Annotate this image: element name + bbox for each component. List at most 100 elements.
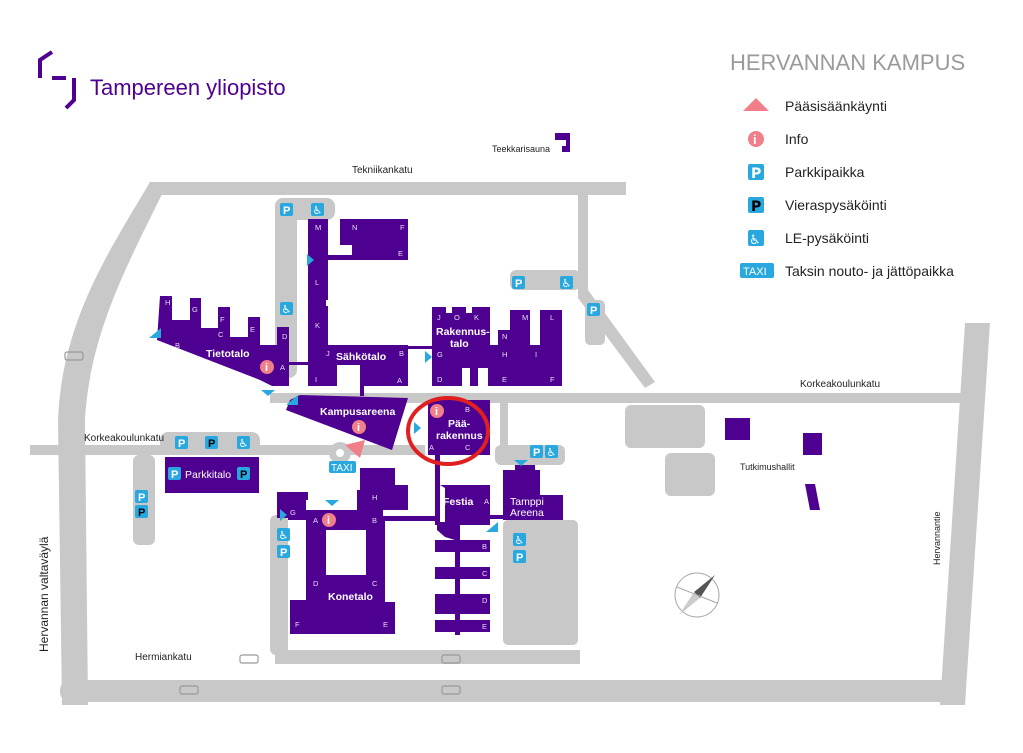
label-rakennustalo-1: Rakennus- — [436, 326, 490, 338]
building-festia — [437, 485, 490, 540]
svg-text:♿: ♿ — [749, 233, 761, 248]
svg-text:P: P — [590, 305, 597, 317]
accessible-parking-icon: ♿ — [277, 528, 290, 542]
bus-stop-icon — [64, 351, 84, 361]
wing-label-sahkotalo: B — [399, 349, 404, 358]
wing-label-tietotalo: B — [175, 341, 180, 350]
svg-text:♿: ♿ — [279, 529, 289, 542]
wing-label-paarakennus: B — [465, 405, 470, 414]
parking-icon: P — [512, 276, 525, 290]
legend-label: Vieraspysäköinti — [785, 197, 887, 213]
wing-label-rakennustalo: F — [550, 375, 555, 384]
wing-label-konetalo: G — [290, 508, 296, 517]
bus-stop-icon — [179, 685, 199, 695]
wing-label-festia: B — [482, 542, 487, 551]
wing-label-tietotalo: H — [165, 298, 170, 307]
street-korkeakoulunkatu-west: Korkeakoulunkatu — [84, 433, 164, 444]
legend-item: Pääsisäänkäynti — [743, 98, 887, 114]
wing-label-sahkotalo: A — [397, 376, 402, 385]
label-kampusareena: Kampusareena — [320, 406, 395, 418]
wing-label-sahkotalo: I — [315, 375, 317, 384]
wing-label-tietotalo: C — [218, 330, 224, 339]
wing-label-konetalo: H — [372, 493, 377, 502]
parking-icon: P — [280, 203, 293, 217]
entrance-triangle-icon — [280, 509, 287, 521]
building-tutkimushalli-1 — [725, 418, 750, 440]
label-tietotalo: Tietotalo — [206, 348, 250, 360]
svg-text:P: P — [516, 552, 523, 564]
legend-label: Taksin nouto- ja jättöpaikka — [785, 263, 954, 279]
highlight-circle-paarakennus — [406, 396, 490, 466]
label-festia: Festia — [443, 496, 474, 508]
entrance-triangle-icon — [286, 395, 298, 405]
info-icon: i — [260, 360, 274, 374]
entrance-triangle-icon — [149, 328, 161, 338]
main-entrance-triangle-icon — [743, 98, 769, 111]
parking-icon: P — [135, 490, 148, 504]
building-tutkimushalli-2 — [803, 433, 822, 455]
info-icon: i — [748, 131, 764, 147]
entrance-triangle-icon — [325, 500, 339, 506]
accessible-parking-icon: ♿ — [748, 230, 764, 248]
wing-label-konetalo: F — [295, 620, 300, 629]
svg-text:P: P — [138, 507, 145, 519]
label-paarakennus-2: rakennus — [436, 430, 483, 442]
wing-label-rakennustalo: G — [437, 350, 443, 359]
taxi-badge-text: TAXI — [331, 463, 352, 474]
wing-label-sahkotalo: J — [326, 349, 330, 358]
wing-label-paarakennus: C — [465, 443, 471, 452]
street-hervannantie: Hervannantie — [932, 511, 942, 565]
info-icon: i — [322, 513, 336, 527]
svg-text:i: i — [265, 362, 268, 374]
buildings — [157, 133, 822, 635]
place-tutkimushallit: Tutkimushallit — [740, 462, 795, 472]
logo-text: Tampereen yliopisto — [90, 75, 286, 100]
entrance-triangle-icon — [307, 254, 314, 266]
building-kampusareena — [286, 395, 408, 450]
wing-label-paarakennus: A — [429, 443, 434, 452]
entrance-triangle-icon — [414, 422, 421, 434]
visitor-parking-icon: P — [135, 505, 148, 519]
legend-label: Pääsisäänkäynti — [785, 98, 887, 114]
wing-label-tietotalo: G — [192, 305, 198, 314]
street-labels: Tekniikankatu Korkeakoulunkatu Korkeakou… — [37, 144, 942, 663]
wing-label-tietotalo: A — [280, 363, 285, 372]
label-sahkotalo: Sähkötalo — [336, 351, 386, 363]
building-tietotalo — [157, 296, 289, 386]
wing-label-festia: D — [482, 596, 488, 605]
wing-label-konetalo: D — [313, 579, 319, 588]
building-tamppi-areena — [503, 465, 563, 520]
taxi-icon: TAXI — [740, 263, 774, 278]
legend-label: LE-pysäköinti — [785, 230, 869, 246]
wing-label-sahkotalo: M — [315, 223, 321, 232]
svg-text:P: P — [283, 205, 290, 217]
wing-label-rakennustalo: D — [437, 375, 443, 384]
svg-text:i: i — [435, 406, 438, 418]
wing-label-konetalo: B — [372, 516, 377, 525]
wing-label-rakennustalo: M — [522, 313, 528, 322]
wing-label-sahkotalo: E — [398, 249, 403, 258]
wing-label-sahkotalo: F — [400, 223, 405, 232]
svg-text:♿: ♿ — [515, 534, 525, 547]
svg-text:i: i — [357, 422, 360, 434]
parking-icon: P — [530, 445, 543, 459]
entrance-triangle-icon — [514, 460, 528, 466]
wing-label-sahkotalo: N — [352, 223, 357, 232]
svg-text:i: i — [327, 515, 330, 527]
legend-label: Parkkipaikka — [785, 164, 865, 180]
main-entrance-triangle-icon — [345, 440, 365, 458]
wing-label-rakennustalo: N — [502, 332, 507, 341]
svg-text:i: i — [753, 132, 757, 147]
parking-icon: P — [513, 550, 526, 564]
taxi-stand: TAXI — [329, 461, 356, 474]
bus-stop-icon — [239, 654, 259, 664]
university-logo: Tampereen yliopisto — [38, 50, 286, 110]
label-konetalo: Konetalo — [328, 591, 373, 603]
svg-text:♿: ♿ — [313, 204, 323, 217]
svg-text:P: P — [751, 166, 761, 182]
entrance-triangle-icon — [425, 351, 432, 363]
street-hermiankatu: Hermiankatu — [135, 652, 192, 663]
